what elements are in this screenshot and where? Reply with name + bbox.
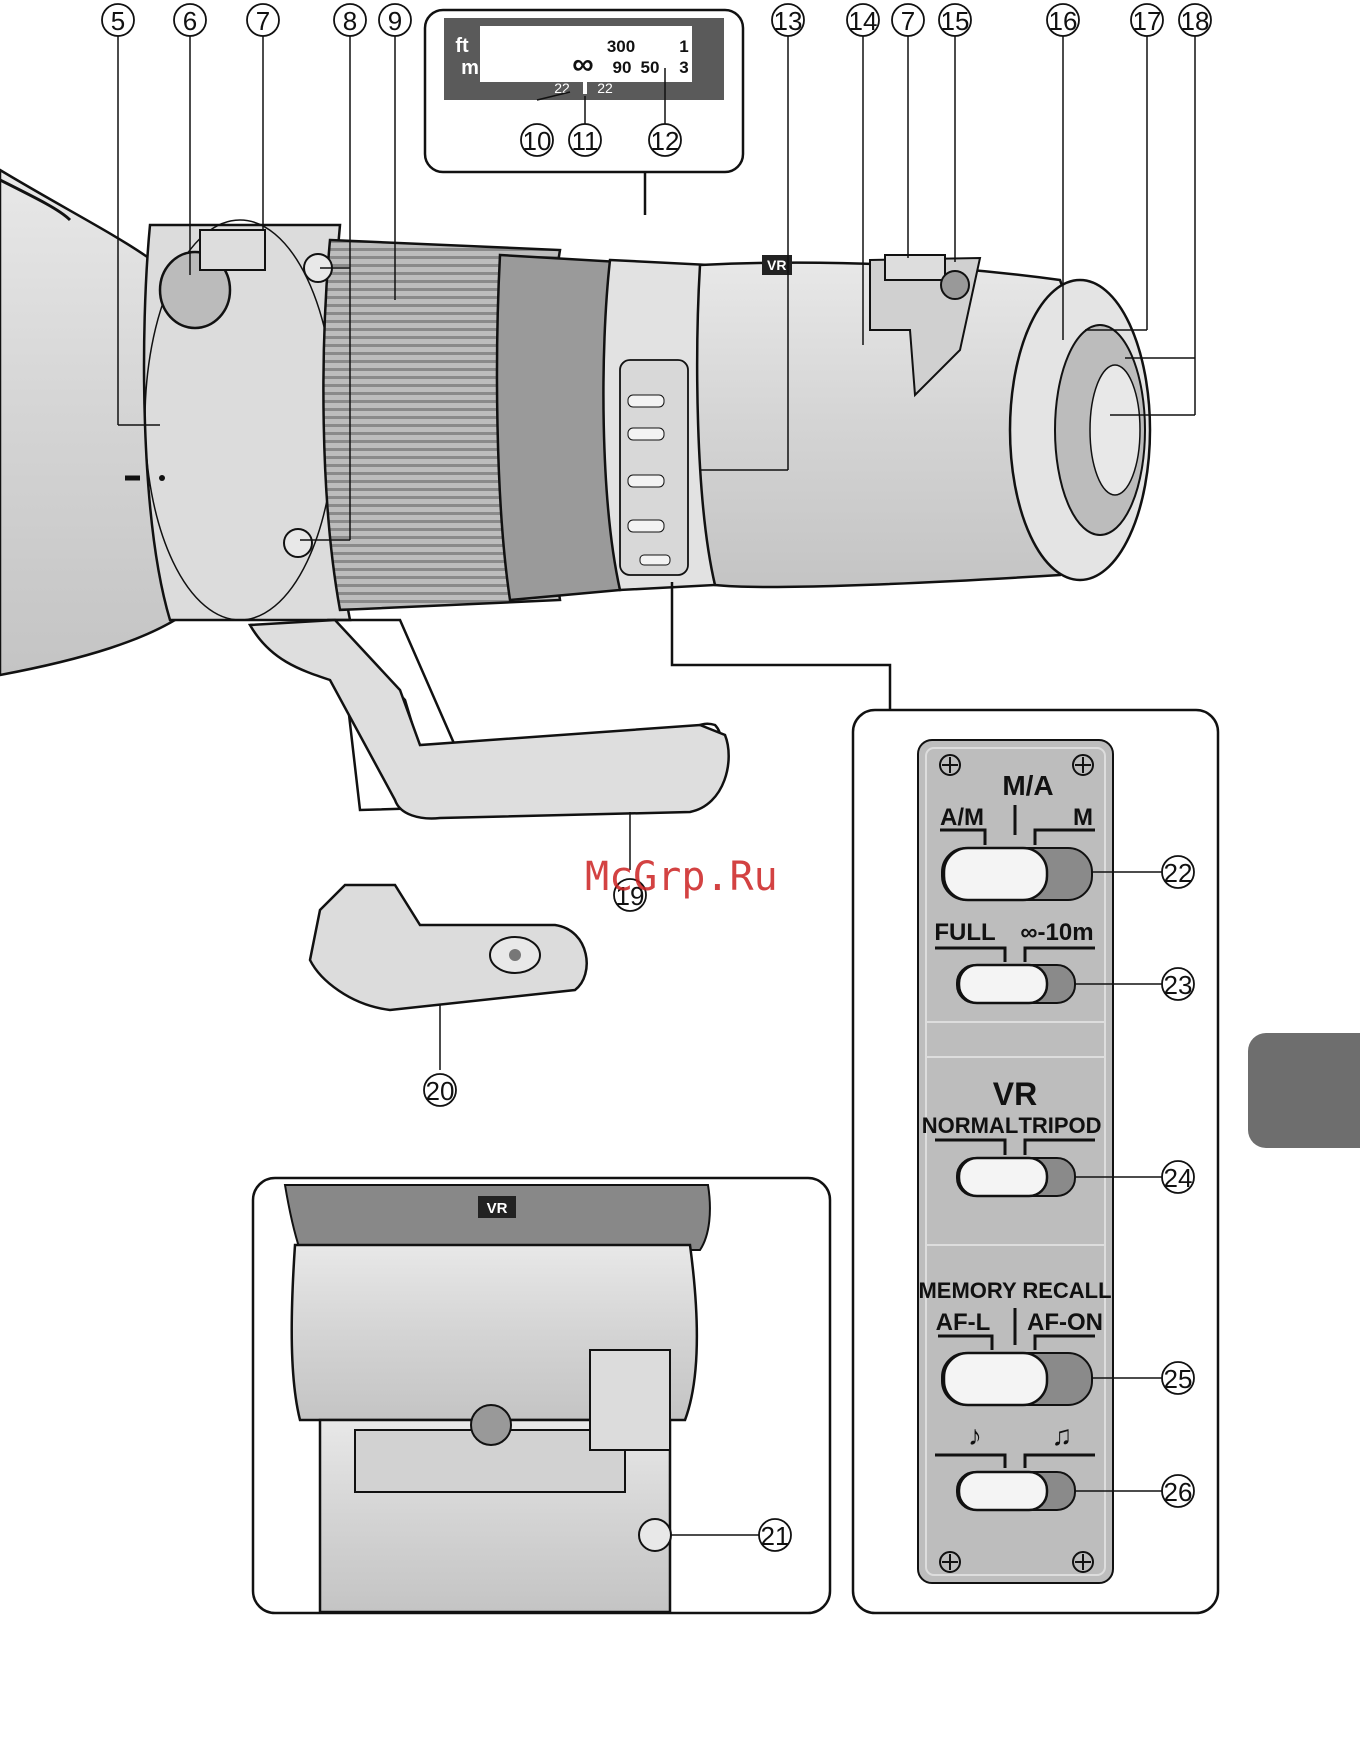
label-am: A/M	[940, 804, 984, 831]
focus-limit-switch[interactable]	[959, 965, 1047, 1003]
svg-text:16: 16	[1049, 6, 1078, 36]
svg-text:7: 7	[901, 6, 915, 36]
rear-knob	[941, 271, 969, 299]
label-beep-on: ♪	[968, 1420, 982, 1451]
svg-text:14: 14	[849, 6, 878, 36]
ft-300: 300	[607, 37, 635, 56]
svg-text:26: 26	[1164, 1477, 1193, 1507]
svg-text:18: 18	[1181, 6, 1210, 36]
label-afon: AF-ON	[1027, 1309, 1103, 1336]
inset-button	[639, 1519, 671, 1551]
svg-text:13: 13	[774, 6, 803, 36]
svg-text:10: 10	[523, 126, 552, 156]
callout-12: 12	[649, 124, 681, 156]
unit-m: m	[461, 57, 479, 79]
svg-text:24: 24	[1164, 1163, 1193, 1193]
callout-8: 8	[334, 4, 366, 36]
m-50: 50	[641, 58, 660, 77]
svg-text:22: 22	[1164, 858, 1193, 888]
focus-memory-button-bottom	[284, 529, 312, 557]
svg-text:5: 5	[111, 6, 125, 36]
distance-scale-inset: ft m 300 1 ∞ 90 50 3 22 22	[425, 10, 743, 215]
svg-text:21: 21	[761, 1521, 790, 1551]
callout-7b: 7	[892, 4, 924, 36]
callout-20: 20	[424, 1074, 456, 1106]
callout-25: 25	[1162, 1362, 1194, 1394]
callout-23: 23	[1162, 968, 1194, 1000]
m-edge: 3	[679, 58, 688, 77]
vr-mode-switch[interactable]	[959, 1158, 1047, 1196]
barrel-vr-label-text: VR	[767, 257, 786, 273]
label-ma: M/A	[1002, 770, 1053, 801]
svg-text:23: 23	[1164, 970, 1193, 1000]
callout-11: 11	[569, 124, 601, 156]
svg-text:20: 20	[426, 1076, 455, 1106]
focus-mode-switch[interactable]	[944, 848, 1047, 900]
m-infinity: ∞	[572, 48, 593, 81]
tripod-foot	[310, 885, 587, 1010]
svg-text:15: 15	[941, 6, 970, 36]
label-beep-off: ♫	[1052, 1420, 1073, 1451]
watermark: McGrp.Ru	[585, 854, 778, 900]
label-full: FULL	[934, 919, 995, 946]
section-tab	[1248, 1033, 1360, 1148]
callout-26: 26	[1162, 1475, 1194, 1507]
svg-text:11: 11	[572, 126, 599, 156]
svg-text:8: 8	[343, 6, 357, 36]
label-normal: NORMAL	[922, 1113, 1019, 1138]
ft-edge: 1	[679, 37, 688, 56]
callout-14: 14	[847, 4, 879, 36]
inset-vr-label: VR	[487, 1200, 508, 1217]
inset-knob	[471, 1405, 511, 1445]
strap-eyelet-front	[200, 230, 265, 270]
svg-text:12: 12	[651, 126, 680, 156]
svg-text:17: 17	[1133, 6, 1162, 36]
label-limit: ∞-10m	[1020, 919, 1093, 946]
callout-21: 21	[759, 1519, 791, 1551]
callout-24: 24	[1162, 1161, 1194, 1193]
svg-text:6: 6	[183, 6, 197, 36]
callout-22: 22	[1162, 856, 1194, 888]
barrel-switch-panel	[620, 360, 688, 575]
label-afl: AF-L	[936, 1309, 991, 1336]
callout-18: 18	[1179, 4, 1211, 36]
callout-9: 9	[379, 4, 411, 36]
unit-ft: ft	[455, 35, 469, 57]
svg-text:9: 9	[388, 6, 402, 36]
callout-17: 17	[1131, 4, 1163, 36]
label-m: M	[1073, 804, 1093, 831]
callout-7a: 7	[247, 4, 279, 36]
underside-inset: VR	[253, 1178, 830, 1613]
label-memory-recall: MEMORY RECALL	[918, 1278, 1111, 1303]
callout-13: 13	[772, 4, 804, 36]
callout-16: 16	[1047, 4, 1079, 36]
beep-switch[interactable]	[959, 1472, 1047, 1510]
svg-text:25: 25	[1164, 1364, 1193, 1394]
strap-eyelet-rear	[885, 255, 945, 280]
callout-15: 15	[939, 4, 971, 36]
callout-5: 5	[102, 4, 134, 36]
label-tripod: TRIPOD	[1018, 1113, 1101, 1138]
svg-text:7: 7	[256, 6, 270, 36]
callout-10: 10	[521, 124, 553, 156]
label-vr: VR	[993, 1076, 1037, 1112]
memory-recall-switch[interactable]	[944, 1353, 1047, 1405]
dof-right: 22	[597, 80, 613, 96]
callout-6: 6	[174, 4, 206, 36]
m-90: 90	[613, 58, 632, 77]
